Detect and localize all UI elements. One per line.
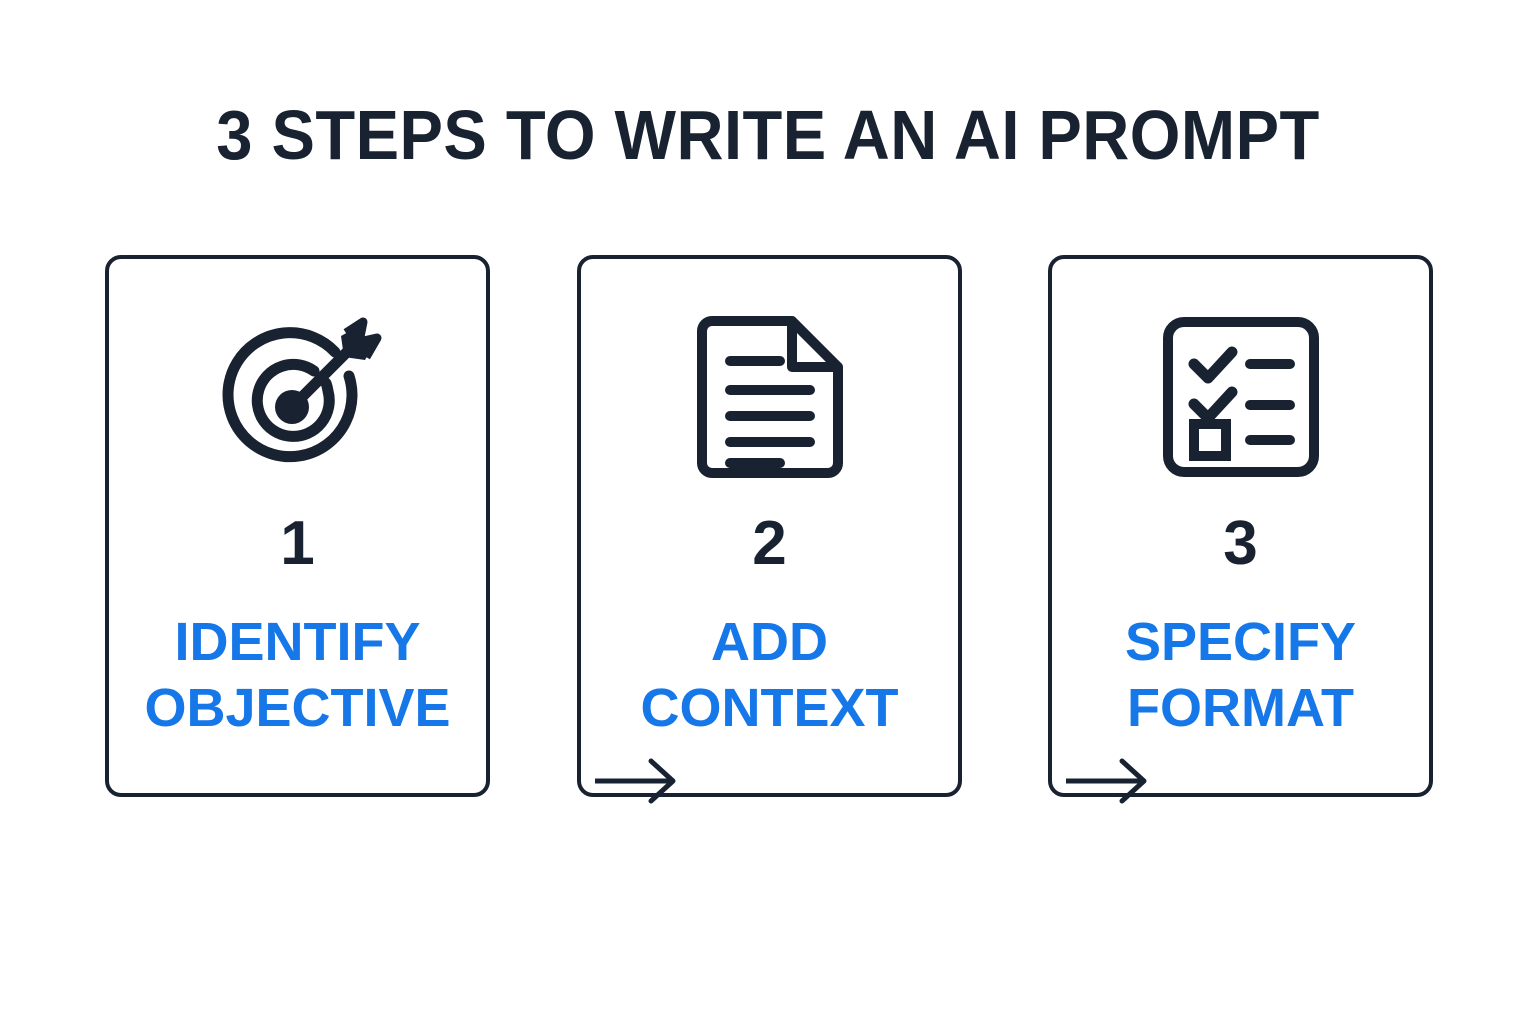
page-title: 3 STEPS TO WRITE AN AI PROMPT	[216, 96, 1320, 174]
arrow-step-1-to-2-icon	[595, 753, 683, 809]
step-number: 1	[280, 509, 315, 578]
document-lines-icon	[581, 307, 958, 487]
steps-row: 1 IDENTIFY OBJECTIVE 2 ADD CONTEXT	[105, 255, 1433, 804]
step-label: IDENTIFY OBJECTIVE	[144, 612, 451, 738]
step-label: SPECIFY FORMAT	[1124, 612, 1357, 738]
step-label: ADD CONTEXT	[640, 612, 899, 738]
step-number: 2	[752, 509, 787, 578]
step-card-2[interactable]: 2 ADD CONTEXT	[577, 255, 962, 797]
step-card-1[interactable]: 1 IDENTIFY OBJECTIVE	[105, 255, 490, 797]
step-number: 3	[1223, 509, 1258, 578]
arrow-step-2-to-3-icon	[1066, 753, 1154, 809]
target-arrow-icon	[109, 307, 486, 487]
checklist-icon	[1052, 307, 1429, 487]
step-card-3[interactable]: 3 SPECIFY FORMAT	[1048, 255, 1433, 797]
